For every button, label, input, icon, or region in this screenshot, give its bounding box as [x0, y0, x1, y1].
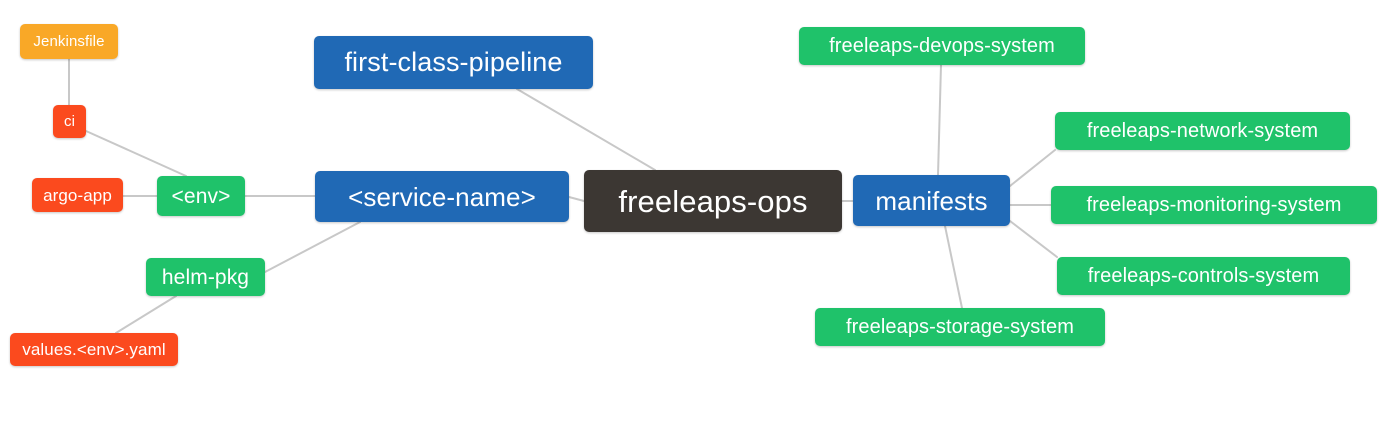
mindmap-node-freeleaps-devops-system[interactable]: freeleaps-devops-system — [799, 27, 1085, 65]
node-label: freeleaps-storage-system — [845, 316, 1075, 338]
node-label: values.<env>.yaml — [22, 340, 166, 359]
mindmap-node-first-class-pipeline[interactable]: first-class-pipeline — [314, 36, 593, 89]
edge-env-to-ci — [85, 130, 187, 177]
edge-root-to-service-name — [568, 196, 585, 202]
node-label: <env> — [171, 184, 231, 208]
node-label: helm-pkg — [161, 265, 250, 289]
mindmap-node-freeleaps-storage-system[interactable]: freeleaps-storage-system — [815, 308, 1105, 346]
node-label: freeleaps-network-system — [1086, 120, 1319, 142]
mindmap-node-argo-app[interactable]: argo-app — [32, 178, 123, 212]
mindmap-node-jenkinsfile[interactable]: Jenkinsfile — [20, 24, 118, 59]
edge-manifests-to-freeleaps-storage-system — [944, 225, 963, 309]
node-label: Jenkinsfile — [33, 33, 105, 50]
edge-root-to-first-class-pipeline — [516, 88, 656, 171]
node-label: argo-app — [43, 185, 112, 205]
edge-service-name-to-helm-pkg — [264, 221, 361, 273]
edge-helm-pkg-to-values-yaml — [115, 295, 177, 334]
edge-manifests-to-freeleaps-devops-system — [937, 64, 942, 176]
node-label: ci — [63, 113, 76, 130]
mindmap-node-values-yaml[interactable]: values.<env>.yaml — [10, 333, 178, 366]
mindmap-node-freeleaps-controls-system[interactable]: freeleaps-controls-system — [1057, 257, 1350, 295]
node-label: freeleaps-controls-system — [1087, 265, 1320, 287]
mindmap-node-manifests[interactable]: manifests — [853, 175, 1010, 226]
mindmap-node-root[interactable]: freeleaps-ops — [584, 170, 842, 232]
mindmap-node-ci[interactable]: ci — [53, 105, 86, 138]
node-label: <service-name> — [348, 181, 536, 212]
mindmap-node-freeleaps-network-system[interactable]: freeleaps-network-system — [1055, 112, 1350, 150]
edge-manifests-to-freeleaps-controls-system — [1009, 220, 1058, 258]
mindmap-node-freeleaps-monitoring-system[interactable]: freeleaps-monitoring-system — [1051, 186, 1377, 224]
node-label: freeleaps-ops — [618, 183, 808, 219]
mindmap-node-service-name[interactable]: <service-name> — [315, 171, 569, 222]
mindmap-node-env[interactable]: <env> — [157, 176, 245, 216]
node-label: first-class-pipeline — [344, 47, 563, 77]
node-label: manifests — [875, 185, 988, 216]
mindmap-node-helm-pkg[interactable]: helm-pkg — [146, 258, 265, 296]
edge-manifests-to-freeleaps-network-system — [1009, 149, 1056, 187]
node-label: freeleaps-monitoring-system — [1086, 194, 1342, 216]
node-label: freeleaps-devops-system — [829, 35, 1055, 57]
